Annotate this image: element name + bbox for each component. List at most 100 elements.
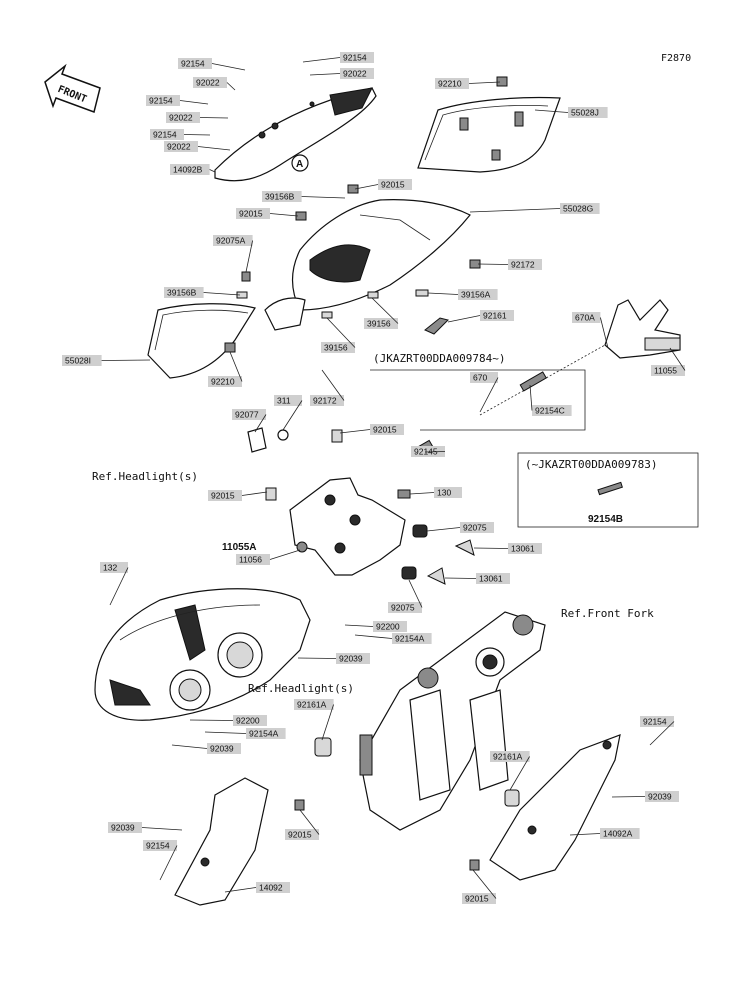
part-label-39156b: 39156B bbox=[164, 287, 204, 298]
part-label-55028j: 55028J bbox=[568, 107, 608, 118]
part-label-text: 92022 bbox=[167, 142, 191, 152]
part-label-text: 670A bbox=[575, 313, 595, 323]
part-label-92200: 92200 bbox=[373, 621, 407, 632]
leader-line bbox=[245, 240, 253, 273]
part-label-bg bbox=[435, 78, 469, 89]
part-label-92210: 92210 bbox=[208, 376, 242, 387]
leader-line bbox=[479, 377, 499, 413]
part-label-92022: 92022 bbox=[340, 68, 374, 79]
part-label-text: 92075 bbox=[391, 603, 415, 613]
inner-fairing-part bbox=[264, 199, 471, 331]
part-label-text: 92015 bbox=[381, 180, 405, 190]
part-label-text: 92154 bbox=[181, 59, 205, 69]
part-label-92154: 92154 bbox=[146, 95, 180, 106]
part-label-132: 132 bbox=[100, 562, 128, 573]
part-label-bg bbox=[392, 633, 432, 644]
part-label-text: 11056 bbox=[239, 555, 262, 565]
part-label-text: 92154 bbox=[146, 841, 170, 851]
leader-line bbox=[204, 731, 247, 734]
leader-line bbox=[282, 400, 303, 431]
part-label-92015: 92015 bbox=[208, 490, 242, 501]
leader-line bbox=[408, 579, 423, 608]
part-label-39156a: 39156A bbox=[458, 289, 498, 300]
part-label-13061: 13061 bbox=[508, 543, 542, 554]
collar-92015 bbox=[331, 429, 343, 443]
bracket-11055-part bbox=[604, 299, 681, 359]
part-label-text: 130 bbox=[437, 488, 451, 498]
part-label-bg bbox=[568, 107, 608, 118]
front-fork-part bbox=[359, 611, 546, 831]
part-label-bg bbox=[370, 424, 404, 435]
leader-line bbox=[224, 887, 257, 893]
part-label-bg bbox=[600, 828, 640, 839]
part-label-39156b: 39156B bbox=[262, 191, 302, 202]
bolt-92154c bbox=[519, 371, 547, 392]
ref-headlight-mid: Ref.Headlight(s) bbox=[248, 682, 354, 695]
leader-line bbox=[141, 827, 183, 831]
reference-marker-text: A bbox=[296, 159, 303, 170]
bolt-92077 bbox=[247, 427, 267, 453]
part-label-92077: 92077 bbox=[232, 409, 266, 420]
part-label-text: 39156 bbox=[324, 343, 348, 353]
part-label-text: 132 bbox=[103, 563, 117, 573]
part-label-text: 92161A bbox=[297, 700, 327, 710]
part-label-11055: 11055 bbox=[651, 365, 685, 376]
pad-39156-a bbox=[367, 291, 379, 299]
clip-92210-top bbox=[496, 76, 508, 87]
leader-line bbox=[409, 492, 435, 495]
part-label-670a: 670A bbox=[572, 312, 601, 323]
part-label-text: 92145 bbox=[414, 447, 438, 457]
part-label-bg bbox=[651, 365, 685, 376]
leader-line bbox=[344, 624, 374, 627]
leader-line bbox=[444, 577, 477, 579]
leader-line bbox=[183, 134, 211, 136]
part-label-92015: 92015 bbox=[370, 424, 404, 435]
part-label-text: 14092 bbox=[259, 883, 283, 893]
part-label-bg bbox=[460, 522, 494, 533]
headlight-part bbox=[94, 588, 311, 721]
part-label-14092: 14092 bbox=[256, 882, 290, 893]
part-label-92210: 92210 bbox=[435, 78, 469, 89]
part-label-92015: 92015 bbox=[285, 829, 319, 840]
part-label-311: 311 bbox=[274, 395, 302, 406]
part-label-text: 55028G bbox=[563, 204, 593, 214]
part-label-bg bbox=[645, 791, 679, 802]
pad-39156a bbox=[415, 289, 429, 297]
left-panel-part bbox=[147, 303, 256, 379]
leader-line bbox=[189, 719, 234, 721]
part-label-92200: 92200 bbox=[233, 715, 267, 726]
grommet-92075-b bbox=[401, 566, 417, 580]
part-label-92154: 92154 bbox=[143, 840, 177, 851]
part-label-92075a: 92075A bbox=[213, 235, 253, 246]
leader-line bbox=[447, 315, 481, 323]
leader-line bbox=[254, 414, 267, 433]
part-label-bg bbox=[364, 318, 398, 329]
part-label-bg bbox=[321, 342, 355, 353]
part-label-text: 92039 bbox=[111, 823, 135, 833]
clamp-13061-b bbox=[426, 567, 446, 585]
part-label-text: 11055 bbox=[654, 366, 677, 376]
part-label-text: 39156A bbox=[461, 290, 491, 300]
variant-a-box bbox=[370, 369, 586, 431]
ref-headlight-top: Ref.Headlight(s) bbox=[92, 470, 198, 483]
part-label-bg bbox=[490, 751, 530, 762]
stay-11056-part bbox=[289, 477, 406, 576]
variant-b-part: 92154B bbox=[588, 514, 623, 525]
leader-line bbox=[600, 317, 609, 349]
part-label-bg bbox=[208, 490, 242, 501]
part-label-bg bbox=[274, 395, 302, 406]
leader-line bbox=[241, 491, 268, 496]
part-label-670: 670 bbox=[470, 372, 498, 383]
part-label-bg bbox=[462, 893, 496, 904]
leader-line bbox=[226, 82, 236, 91]
part-label-text: 92200 bbox=[376, 622, 400, 632]
part-label-text: 39156B bbox=[167, 288, 197, 298]
part-label-text: 92161A bbox=[493, 752, 523, 762]
part-label-92161a: 92161A bbox=[490, 751, 530, 762]
leader-line bbox=[469, 208, 561, 213]
part-label-13061: 13061 bbox=[476, 573, 510, 584]
upper-cover-part bbox=[214, 87, 377, 182]
cover-14092a-part bbox=[489, 734, 621, 881]
part-label-text: 311 bbox=[277, 396, 291, 406]
part-label-text: 13061 bbox=[479, 574, 503, 584]
